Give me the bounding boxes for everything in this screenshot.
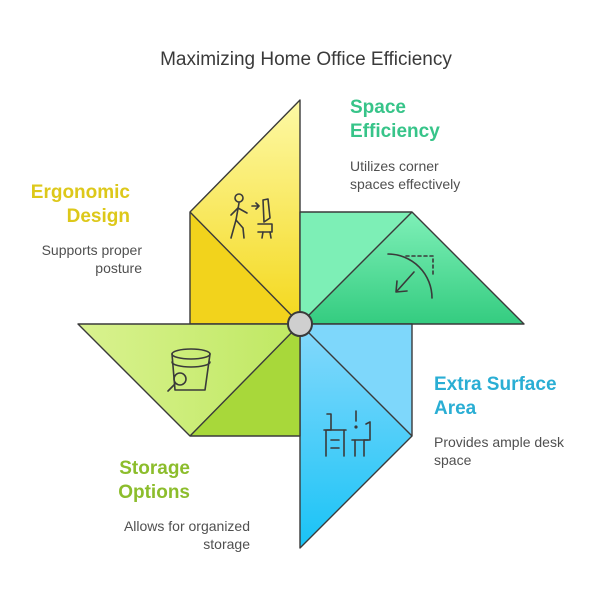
desc-ergonomic-design: Supports proper posture	[42, 241, 142, 277]
desc-line: storage	[203, 536, 250, 552]
desc-storage-options: Allows for organized storage	[124, 517, 250, 553]
label-storage-options: Storage Options	[118, 457, 190, 505]
label-line: Options	[118, 482, 190, 503]
desc-extra-surface-area: Provides ample desk space	[434, 433, 564, 469]
space-blade	[299, 211, 525, 325]
desc-space-efficiency: Utilizes corner spaces effectively	[350, 157, 460, 193]
desc-line: Provides ample desk	[434, 434, 564, 450]
desc-line: posture	[95, 260, 142, 276]
label-line: Efficiency	[350, 121, 440, 142]
storage-blade	[77, 323, 301, 437]
person-chair-icon	[230, 193, 273, 239]
label-space-efficiency: Space Efficiency	[350, 96, 440, 144]
label-line: Design	[66, 206, 130, 227]
page-title: Maximizing Home Office Efficiency	[160, 49, 452, 70]
label-line: Ergonomic	[30, 182, 130, 203]
desc-line: Utilizes corner	[350, 158, 439, 174]
surface-blade	[299, 323, 413, 549]
label-ergonomic-design: Ergonomic Design	[31, 181, 130, 229]
label-line: Extra Surface	[434, 374, 557, 395]
label-line: Storage	[119, 458, 190, 479]
label-line: Area	[434, 398, 477, 419]
corner-arc-icon	[387, 253, 434, 299]
pinwheel-hub	[287, 311, 313, 337]
desc-line: space	[434, 452, 472, 468]
desc-line: spaces effectively	[350, 176, 461, 192]
label-line: Space	[350, 97, 406, 118]
bucket-search-icon	[167, 348, 211, 392]
label-extra-surface-area: Extra Surface Area	[434, 373, 557, 421]
desc-line: Allows for organized	[123, 518, 250, 534]
desk-chair-icon	[323, 410, 371, 457]
desc-line: Supports proper	[41, 242, 142, 258]
